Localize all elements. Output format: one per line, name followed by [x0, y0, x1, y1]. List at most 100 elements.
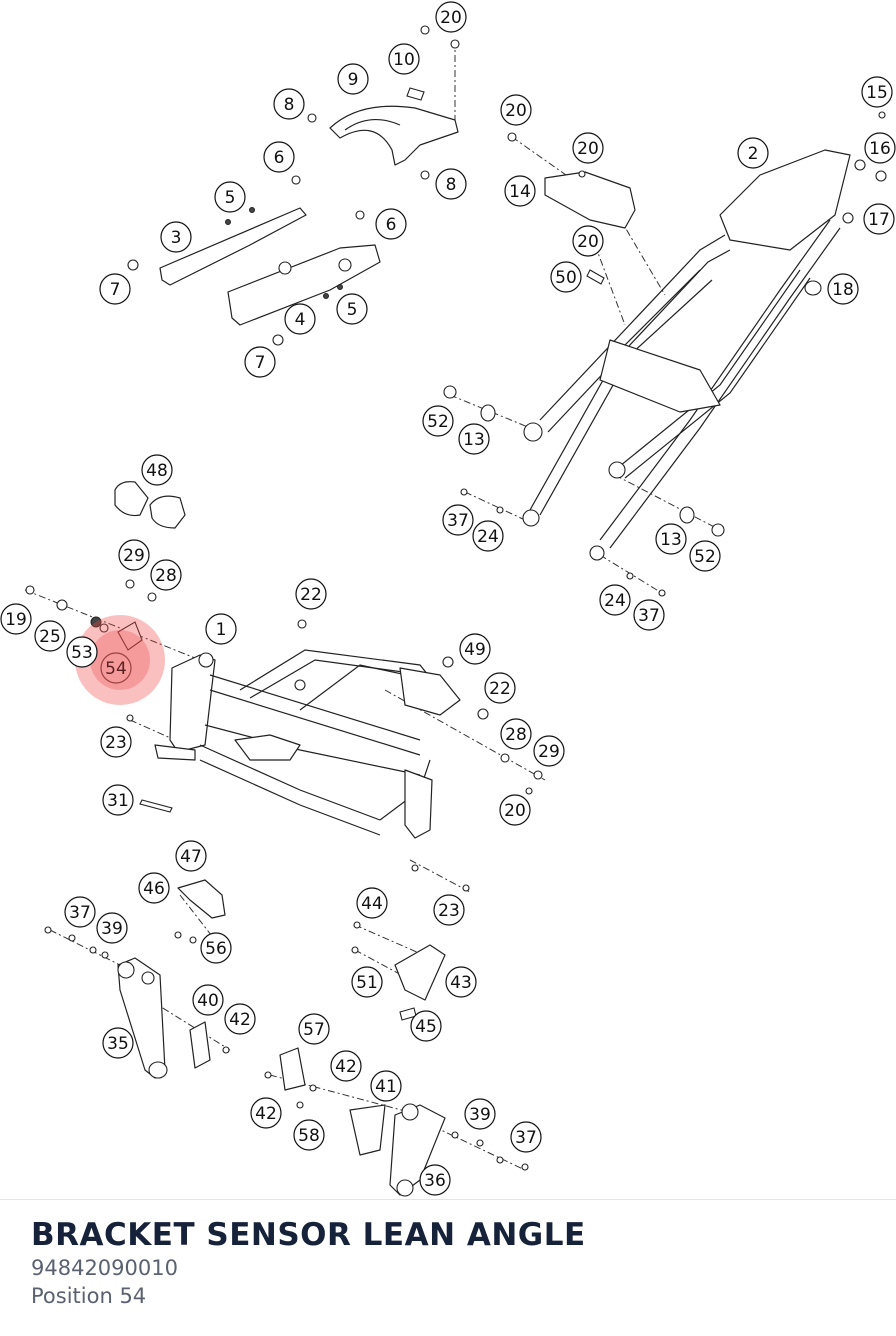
- callout-2[interactable]: 2: [737, 137, 769, 169]
- callout-23[interactable]: 23: [100, 726, 132, 758]
- part-36-hanger: [264, 1047, 529, 1197]
- callout-label: 5: [225, 188, 236, 208]
- callout-5[interactable]: 5: [214, 181, 246, 213]
- callout-28[interactable]: 28: [150, 559, 182, 591]
- callout-57[interactable]: 57: [298, 1013, 330, 1045]
- callout-44[interactable]: 44: [356, 887, 388, 919]
- callout-24[interactable]: 24: [472, 520, 504, 552]
- callout-3[interactable]: 3: [160, 221, 192, 253]
- callout-1[interactable]: 1: [205, 613, 237, 645]
- callout-43[interactable]: 43: [445, 966, 477, 998]
- callout-label: 48: [146, 461, 168, 481]
- callout-label: 7: [110, 280, 121, 300]
- callout-41[interactable]: 41: [370, 1070, 402, 1102]
- callout-54[interactable]: 54: [100, 652, 132, 684]
- callout-20[interactable]: 20: [572, 132, 604, 164]
- callout-label: 20: [577, 232, 599, 252]
- callout-36[interactable]: 36: [419, 1164, 451, 1196]
- callout-23[interactable]: 23: [433, 894, 465, 926]
- callout-7[interactable]: 7: [99, 273, 131, 305]
- callout-29[interactable]: 29: [533, 735, 565, 767]
- callout-28[interactable]: 28: [500, 718, 532, 750]
- callout-37[interactable]: 37: [442, 504, 474, 536]
- callout-label: 52: [694, 547, 716, 567]
- callout-56[interactable]: 56: [200, 932, 232, 964]
- callout-label: 56: [205, 939, 227, 959]
- callout-19[interactable]: 19: [0, 603, 32, 635]
- callout-42[interactable]: 42: [224, 1003, 256, 1035]
- callout-39[interactable]: 39: [464, 1098, 496, 1130]
- callout-40[interactable]: 40: [192, 984, 224, 1016]
- callout-6[interactable]: 6: [263, 141, 295, 173]
- callout-label: 23: [438, 901, 460, 921]
- callout-label: 5: [347, 300, 358, 320]
- callout-label: 23: [105, 733, 127, 753]
- callout-9[interactable]: 9: [337, 63, 369, 95]
- callout-20[interactable]: 20: [499, 794, 531, 826]
- callout-58[interactable]: 58: [293, 1119, 325, 1151]
- part-title: BRACKET SENSOR LEAN ANGLE: [31, 1217, 586, 1253]
- callout-label: 54: [105, 659, 127, 679]
- callout-label: 7: [255, 353, 266, 373]
- callout-label: 41: [375, 1077, 397, 1097]
- callout-7[interactable]: 7: [244, 346, 276, 378]
- callout-53[interactable]: 53: [66, 636, 98, 668]
- callout-48[interactable]: 48: [141, 454, 173, 486]
- callout-35[interactable]: 35: [102, 1027, 134, 1059]
- part-main-frame: [126, 619, 543, 892]
- callout-37[interactable]: 37: [633, 599, 665, 631]
- callout-20[interactable]: 20: [500, 94, 532, 126]
- callout-label: 4: [295, 310, 306, 330]
- callout-52[interactable]: 52: [689, 540, 721, 572]
- callout-label: 24: [604, 591, 626, 611]
- callout-49[interactable]: 49: [459, 633, 491, 665]
- callout-47[interactable]: 47: [175, 840, 207, 872]
- callout-37[interactable]: 37: [64, 896, 96, 928]
- callout-20[interactable]: 20: [435, 1, 467, 33]
- callout-label: 13: [463, 430, 485, 450]
- callout-24[interactable]: 24: [599, 584, 631, 616]
- callout-20[interactable]: 20: [572, 225, 604, 257]
- callout-39[interactable]: 39: [96, 912, 128, 944]
- callout-8[interactable]: 8: [435, 168, 467, 200]
- callout-label: 20: [577, 139, 599, 159]
- callout-51[interactable]: 51: [351, 966, 383, 998]
- callout-5[interactable]: 5: [336, 293, 368, 325]
- callout-13[interactable]: 13: [655, 523, 687, 555]
- callout-52[interactable]: 52: [422, 405, 454, 437]
- callout-15[interactable]: 15: [861, 76, 893, 108]
- callout-label: 45: [415, 1017, 437, 1037]
- callout-50[interactable]: 50: [550, 261, 582, 293]
- callout-label: 44: [361, 894, 383, 914]
- callout-label: 6: [274, 148, 285, 168]
- callout-46[interactable]: 46: [138, 872, 170, 904]
- part-front-hardware: [25, 579, 157, 651]
- callout-14[interactable]: 14: [504, 175, 536, 207]
- callout-45[interactable]: 45: [410, 1010, 442, 1042]
- callout-18[interactable]: 18: [827, 273, 859, 305]
- callout-4[interactable]: 4: [284, 303, 316, 335]
- callout-37[interactable]: 37: [510, 1121, 542, 1153]
- callout-label: 47: [180, 847, 202, 867]
- callout-16[interactable]: 16: [864, 132, 896, 164]
- callout-6[interactable]: 6: [375, 208, 407, 240]
- callout-25[interactable]: 25: [34, 620, 66, 652]
- callout-42[interactable]: 42: [250, 1097, 282, 1129]
- callout-42[interactable]: 42: [330, 1050, 362, 1082]
- callout-label: 37: [515, 1128, 537, 1148]
- part-35-hanger: [44, 926, 230, 1079]
- callout-10[interactable]: 10: [388, 43, 420, 75]
- callout-31[interactable]: 31: [102, 784, 134, 816]
- callout-22[interactable]: 22: [484, 672, 516, 704]
- callout-label: 17: [868, 210, 890, 230]
- callout-label: 10: [393, 50, 415, 70]
- callout-label: 28: [155, 566, 177, 586]
- part-info-panel: BRACKET SENSOR LEAN ANGLE 94842090010 Po…: [0, 1199, 896, 1336]
- callout-29[interactable]: 29: [118, 539, 150, 571]
- callout-label: 29: [538, 742, 560, 762]
- highlight-glow: [75, 615, 165, 705]
- callout-22[interactable]: 22: [295, 578, 327, 610]
- callout-8[interactable]: 8: [273, 88, 305, 120]
- callout-17[interactable]: 17: [863, 203, 895, 235]
- callout-13[interactable]: 13: [458, 423, 490, 455]
